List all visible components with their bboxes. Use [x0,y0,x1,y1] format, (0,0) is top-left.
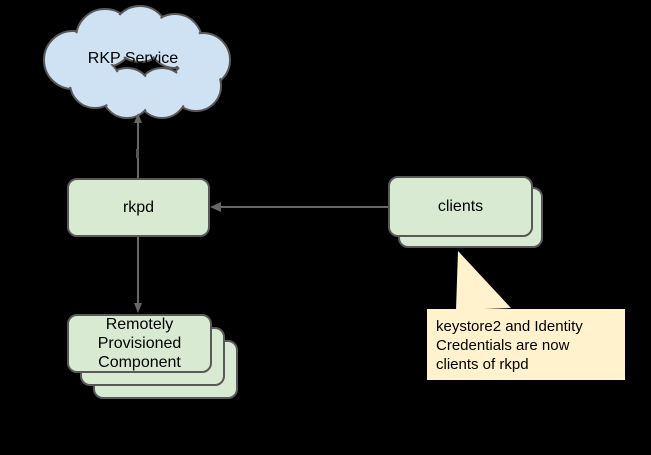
cloud-shape [43,5,231,119]
callout-line-2: Credentials are now [436,337,570,354]
arrowhead-left-icon [210,202,221,212]
node-rkpd-label: rkpd [122,198,155,216]
edge-clients-to-rkpd [210,202,388,212]
callout-line-1: keystore2 and Identity [436,318,583,335]
node-rpc-label-line-1: Remotely [105,316,174,333]
arrowhead-up-icon [134,113,142,123]
callout-note: keystore2 and Identity Credentials are n… [427,309,625,380]
node-rpc-label-line-2: Provisioned [97,335,182,352]
node-rpc-label-line-3: Component [98,354,181,371]
edge-midpoint-mark [136,149,139,158]
edge-rkpd-to-rkp-service [134,113,142,178]
node-rkp-service-label: RKP Service [87,50,179,67]
node-clients-label: clients [437,197,484,215]
edge-rkpd-to-rpc [134,237,142,313]
callout-tail [456,251,511,310]
node-rpc-label: Remotely Provisioned Component [69,316,210,371]
node-rkpd: rkpd [67,178,210,237]
node-remotely-provisioned-component: Remotely Provisioned Component [67,314,212,373]
node-clients: clients [388,176,533,237]
arrowhead-down-icon [134,303,142,313]
callout-line-3: clients of rkpd [436,356,529,373]
